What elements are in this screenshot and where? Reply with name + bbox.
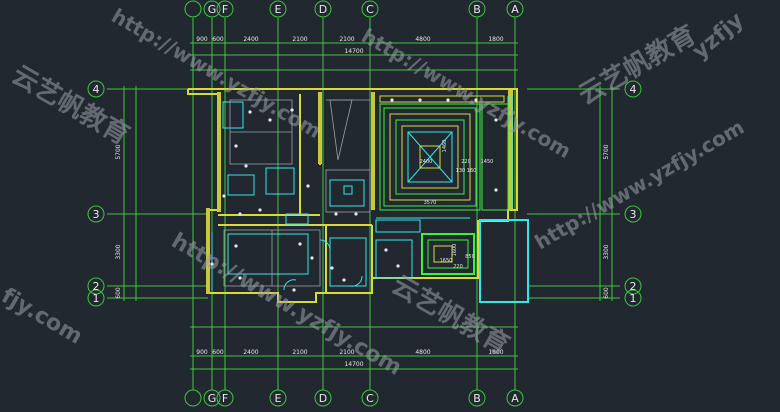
col-label-a-bottom: A	[511, 392, 519, 405]
col-label-g: G	[208, 3, 217, 16]
column-bubbles-bottom: G F E D C B A	[184, 389, 524, 407]
bottom-dimension-texts: 900 600 2400 2100 2100 4800 1800 14700	[196, 349, 504, 368]
dim-top-2100b: 2100	[339, 36, 354, 43]
col-label-c-bottom: C	[366, 392, 374, 405]
row-label-4-left: 4	[93, 83, 100, 96]
dim-bottom-2400: 2400	[243, 349, 258, 356]
label-ceiling-right-a: 1450	[481, 159, 494, 165]
row-label-2-left: 2	[93, 280, 100, 293]
room-annotations: 2400 1450 1460 220 130 160 3570 1600 165…	[420, 140, 494, 270]
bottom-dimension-lines	[190, 326, 518, 370]
side-dimension-texts: 5700 3300 600 5700 3300 600	[115, 144, 610, 299]
label-lower-box-b: 1650	[440, 258, 453, 264]
dim-left-3300: 3300	[115, 244, 122, 259]
dim-top-600: 600	[212, 36, 224, 43]
col-label-e-bottom: E	[275, 392, 282, 405]
dim-top-4800: 4800	[415, 36, 430, 43]
label-lower-box-c: 850	[465, 254, 475, 260]
row-label-3-left: 3	[93, 208, 100, 221]
dim-bottom-2100b: 2100	[339, 349, 354, 356]
col-label-e: E	[275, 3, 282, 16]
col-label-a: A	[511, 3, 519, 16]
dim-right-5700: 5700	[603, 144, 610, 159]
row-label-1-right: 1	[630, 292, 637, 305]
col-label-f-bottom: F	[222, 392, 228, 405]
label-ceiling-top: 2400	[420, 159, 433, 165]
col-label-b: B	[473, 3, 481, 16]
row-bubbles-right: 4 3 2 1	[624, 80, 642, 307]
row-bubbles-left: 4 3 2 1	[87, 80, 105, 307]
dim-top-900: 900	[196, 36, 208, 43]
col-label-g-bottom: G	[208, 392, 217, 405]
dim-left-600: 600	[115, 287, 122, 299]
row-label-3-right: 3	[630, 208, 637, 221]
dim-bottom-900: 900	[196, 349, 208, 356]
label-ceiling-small-a: 220	[461, 159, 471, 165]
dim-bottom-1800: 1800	[488, 349, 503, 356]
dim-bottom-total: 14700	[344, 361, 363, 368]
label-lower-box: 1600	[452, 244, 458, 257]
label-ceiling-small-b: 130 160	[456, 168, 477, 174]
dim-bottom-2100a: 2100	[292, 349, 307, 356]
col-label-d: D	[319, 3, 327, 16]
col-label-c: C	[366, 3, 374, 16]
col-label-f: F	[222, 3, 228, 16]
row-label-4-right: 4	[630, 83, 637, 96]
lower-ceiling-box	[421, 233, 475, 275]
dim-top-2400: 2400	[243, 36, 258, 43]
interior-detail-lines	[223, 99, 371, 287]
col-label-b-bottom: B	[473, 392, 481, 405]
top-dimension-lines	[190, 42, 518, 71]
top-dimension-texts: 900 600 2400 2100 2100 4800 1800 14700	[196, 36, 504, 55]
dim-left-5700: 5700	[115, 144, 122, 159]
row-label-2-right: 2	[630, 280, 637, 293]
row-label-1-left: 1	[93, 292, 100, 305]
label-ceiling-right-b: 1460	[442, 140, 448, 153]
dim-right-3300: 3300	[603, 244, 610, 259]
label-ceiling-bottom: 3570	[424, 200, 437, 206]
dim-top-1800: 1800	[488, 36, 503, 43]
ceiling-coffer	[379, 95, 509, 211]
dim-bottom-4800: 4800	[415, 349, 430, 356]
column-bubbles-top: G F E D C B A	[184, 0, 524, 18]
wall-poche	[206, 90, 513, 294]
label-lower-box-d: 220	[453, 264, 463, 270]
floor-plan[interactable]: 2400 1450 1460 220 130 160 3570 1600 165…	[187, 88, 529, 303]
dim-top-total: 14700	[344, 48, 363, 55]
col-label-d-bottom: D	[319, 392, 327, 405]
side-dimension-lines	[123, 86, 613, 301]
dim-top-2100a: 2100	[292, 36, 307, 43]
light-fixtures	[210, 98, 498, 292]
dim-right-600: 600	[603, 287, 610, 299]
dim-bottom-600: 600	[212, 349, 224, 356]
